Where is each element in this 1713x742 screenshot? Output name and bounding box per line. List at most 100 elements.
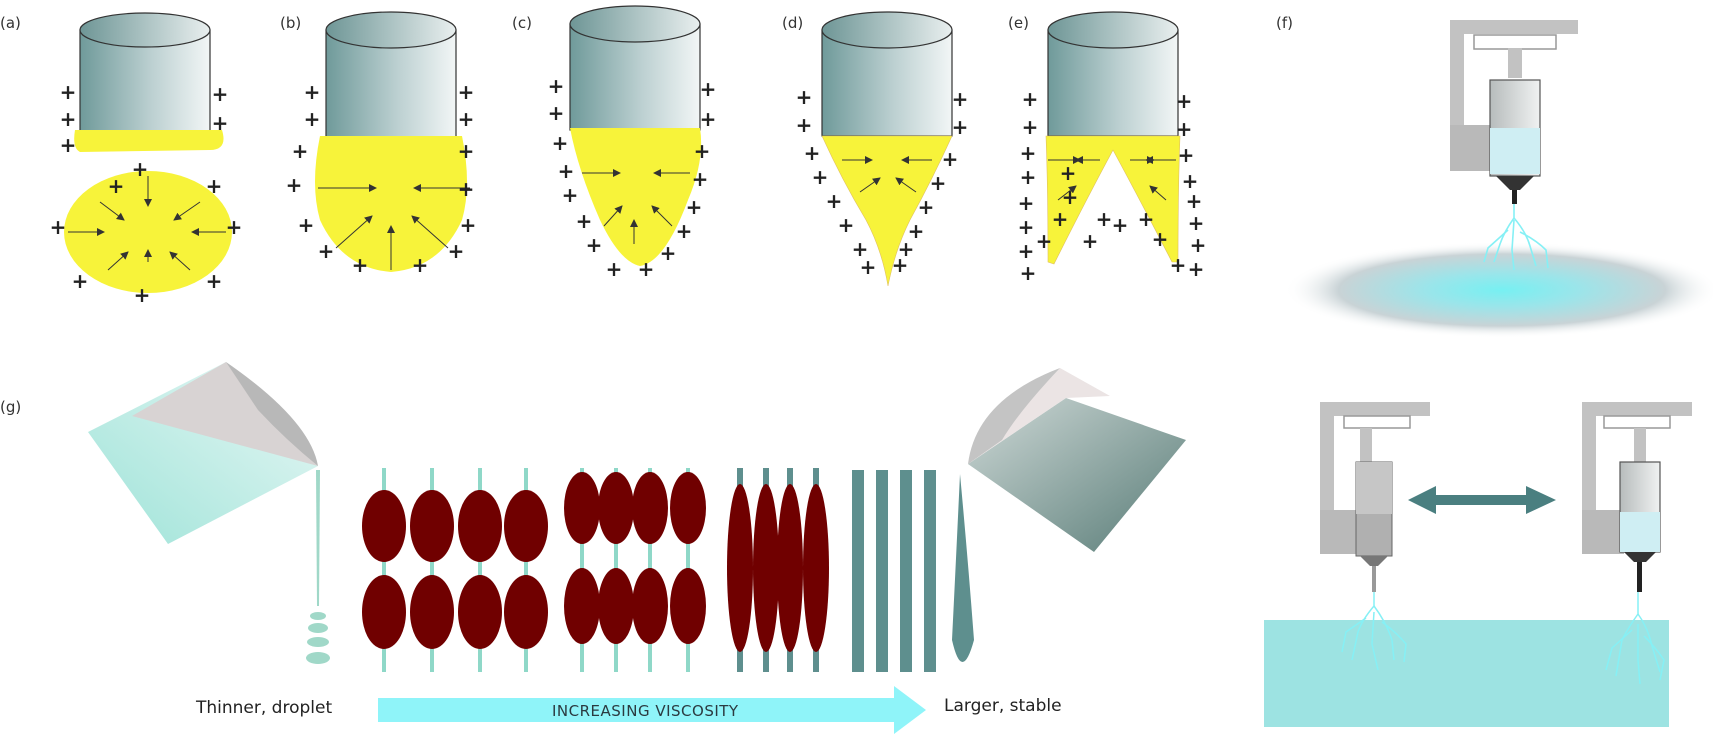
charge-plus: + (838, 213, 855, 237)
charge-plus: + (1022, 115, 1039, 139)
charge-plus: + (458, 80, 475, 104)
liquid-collector (1264, 620, 1669, 727)
charge-plus: + (1182, 169, 1199, 193)
charge-plus: + (576, 209, 593, 233)
charge-plus: + (1018, 239, 1035, 263)
charge-plus: + (952, 115, 969, 139)
charge-plus: + (304, 80, 321, 104)
charge-plus: + (1112, 213, 1129, 237)
needle-top (569, 5, 701, 43)
charge-plus: + (212, 111, 229, 135)
charge-plus: + (292, 139, 309, 163)
charge-plus: + (1190, 233, 1207, 257)
charge-plus: + (132, 157, 149, 181)
charge-plus: + (898, 237, 915, 261)
panel-c-taylor-onset (569, 5, 702, 266)
needle-top (821, 11, 953, 49)
viscosity-arrow: INCREASING VISCOSITY (378, 686, 926, 734)
bead (632, 472, 668, 544)
bead (753, 484, 779, 652)
charge-plus: + (1176, 89, 1193, 113)
bead (410, 490, 454, 562)
bead (777, 484, 803, 652)
charge-plus: + (60, 133, 77, 157)
charge-plus: + (686, 195, 703, 219)
panel-label-b: (b) (280, 14, 301, 32)
charge-plus: + (134, 283, 151, 307)
charge-plus: + (226, 215, 243, 239)
viscosity-arrow-label: INCREASING VISCOSITY (552, 702, 739, 720)
fiber-segment (876, 470, 888, 672)
panel-b-dome (315, 11, 470, 272)
bead (632, 568, 668, 644)
charge-plus: + (72, 269, 89, 293)
bead (564, 568, 600, 644)
charge-plus: + (892, 253, 909, 277)
charge-plus: + (638, 257, 655, 281)
bead (598, 568, 634, 644)
charge-plus: + (448, 239, 465, 263)
charge-plus: + (692, 167, 709, 191)
detached-droplet (64, 171, 232, 293)
charge-plus: + (108, 174, 125, 198)
bead (362, 490, 406, 562)
taylor-cone (821, 135, 953, 287)
charge-plus: + (660, 241, 677, 265)
charge-plus: + (586, 233, 603, 257)
charge-plus: + (826, 189, 843, 213)
charge-plus: + (458, 139, 475, 163)
charge-plus: + (1020, 165, 1037, 189)
charge-plus: + (942, 147, 959, 171)
fiber-segment (924, 470, 936, 672)
fiber-segment (900, 470, 912, 672)
charge-plus: + (694, 139, 711, 163)
charge-plus: + (286, 173, 303, 197)
bead (727, 484, 753, 652)
charge-plus: + (700, 107, 717, 131)
fiber-segment (478, 468, 482, 672)
charge-plus: + (50, 215, 67, 239)
panel-f-setup (1284, 20, 1713, 338)
bead (670, 568, 706, 644)
syringe-pump-low (1320, 402, 1430, 671)
high-viscosity-caption: Larger, stable (944, 696, 1062, 716)
charge-plus: + (804, 141, 821, 165)
bead-fibers (362, 468, 936, 672)
charge-plus: + (1186, 189, 1203, 213)
cone-droplet (570, 128, 702, 266)
fiber-segment (382, 468, 386, 672)
panel-label-f: (f) (1276, 14, 1293, 32)
collector-plate (1284, 242, 1713, 338)
high-viscosity-container (968, 368, 1186, 552)
charge-plus: + (676, 219, 693, 243)
panel-label-g: (g) (0, 398, 21, 416)
charge-plus: + (1018, 191, 1035, 215)
charge-plus: + (952, 87, 969, 111)
needle-top (1047, 11, 1179, 49)
charge-plus: + (1096, 207, 1113, 231)
charge-plus: + (352, 253, 369, 277)
charge-plus: + (552, 131, 569, 155)
low-viscosity-container (88, 362, 318, 544)
charge-plus: + (918, 195, 935, 219)
charge-plus: + (206, 174, 223, 198)
charge-plus: + (1036, 229, 1053, 253)
low-viscosity-caption: Thinner, droplet (195, 698, 332, 718)
bead (504, 575, 548, 649)
charge-plus: + (1170, 253, 1187, 277)
meniscus (74, 130, 224, 152)
charge-plus: + (796, 113, 813, 137)
split-cone (1045, 135, 1181, 265)
charge-plus: + (606, 257, 623, 281)
charge-plus: + (558, 159, 575, 183)
bead (362, 575, 406, 649)
charge-plus: + (1188, 257, 1205, 281)
charge-plus: + (1018, 215, 1035, 239)
panel-label-e: (e) (1008, 14, 1029, 32)
charge-plus: + (548, 74, 565, 98)
charge-plus: + (458, 177, 475, 201)
charge-plus: + (460, 213, 477, 237)
charge-plus: + (852, 237, 869, 261)
bead (458, 575, 502, 649)
charge-plus: + (548, 101, 565, 125)
